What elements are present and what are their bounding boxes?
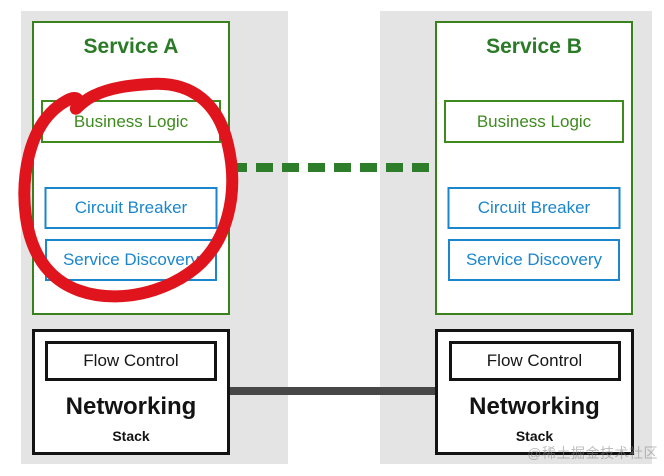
- service-a-panel: Service A Business Logic Circuit Breaker…: [32, 21, 230, 315]
- service-b-networking-stack-panel: Flow Control Networking Stack: [435, 329, 634, 455]
- service-a-title: Service A: [83, 35, 179, 58]
- service-b-networking-title: Networking: [469, 393, 600, 420]
- service-b-title: Service B: [486, 35, 582, 58]
- service-a-service-discovery-box: Service Discovery: [45, 239, 217, 281]
- service-a-networking-stack-panel: Flow Control Networking Stack: [32, 329, 230, 455]
- service-a-business-logic-box: Business Logic: [41, 100, 221, 143]
- service-b-service-discovery-box: Service Discovery: [448, 239, 620, 281]
- service-b-panel: Service B Business Logic Circuit Breaker…: [435, 21, 633, 315]
- watermark-text: @稀土掘金技术社区: [527, 445, 658, 461]
- service-a-networking-title: Networking: [65, 393, 197, 420]
- service-a-networking-subtitle: Stack: [112, 428, 150, 444]
- networking-solid-connector: [230, 387, 436, 395]
- service-b-flow-control-box: Flow Control: [448, 341, 621, 381]
- service-a-flow-control-box: Flow Control: [45, 341, 217, 381]
- business-logic-dashed-connector: [230, 163, 435, 172]
- service-b-networking-subtitle: Stack: [515, 428, 554, 444]
- service-a-circuit-breaker-box: Circuit Breaker: [44, 187, 218, 229]
- service-b-business-logic-box: Business Logic: [444, 100, 624, 143]
- service-b-circuit-breaker-box: Circuit Breaker: [447, 187, 621, 229]
